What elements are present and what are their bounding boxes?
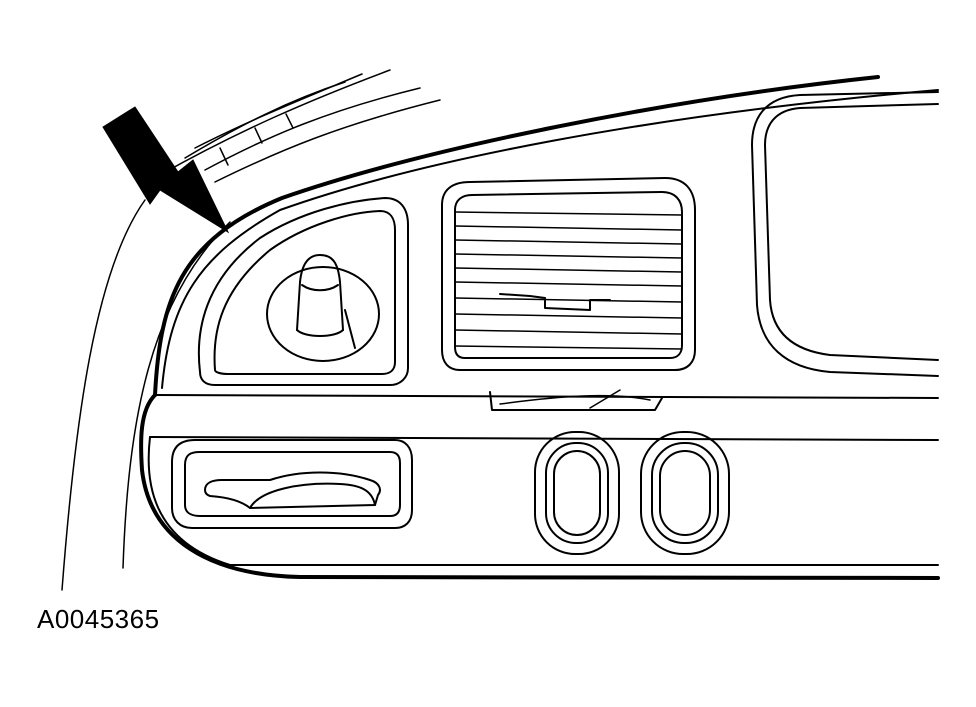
windshield-lines [61,69,441,591]
pointer-arrow-icon [102,106,230,234]
storage-bin-door [751,91,939,377]
figure-id-label: A0045365 [37,604,160,634]
dome-light-panel [197,197,409,386]
light-control-knob [266,254,380,362]
vent-adjuster-tab [499,293,611,311]
console-body [139,75,940,580]
vent-louvers [454,211,683,350]
vent-lower-lens [489,389,663,411]
air-vent [441,177,696,371]
reading-light-button-right [640,431,730,555]
reading-light-button-left [534,431,620,555]
lower-left-compartment [171,439,413,529]
